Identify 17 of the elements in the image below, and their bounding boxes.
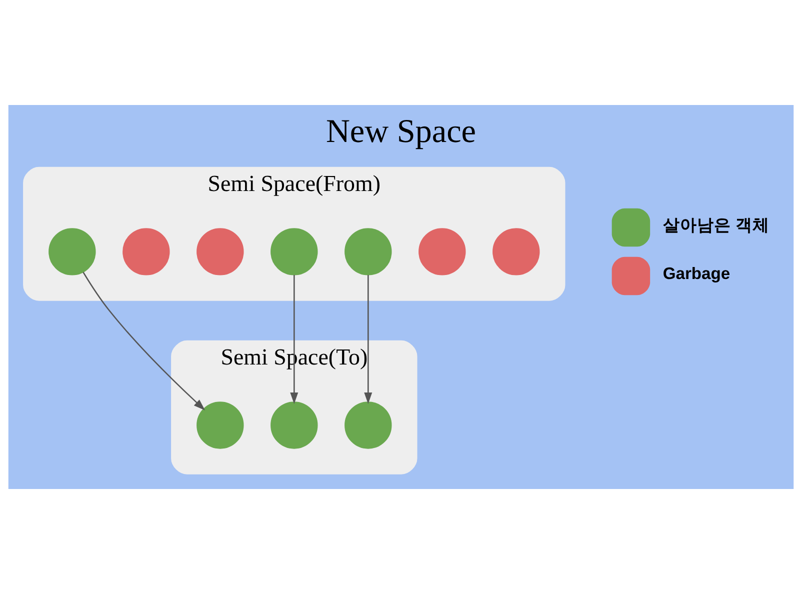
node-circle (48, 228, 96, 275)
node-circle (418, 228, 466, 275)
node-circle (344, 228, 392, 275)
node-circle (270, 401, 318, 448)
arrow (82, 271, 206, 410)
arrow (364, 274, 372, 404)
diagram-title: New Space (326, 112, 476, 150)
arrow (290, 274, 298, 404)
node-circle (270, 228, 318, 275)
node-circle (492, 228, 540, 275)
node-circle (196, 228, 244, 275)
legend-label: Garbage (662, 264, 730, 283)
legend-label: 살아남은 객체 (662, 215, 770, 234)
node-circle (196, 401, 244, 448)
node-circle (122, 228, 170, 275)
cluster: Semi Space(From) (23, 166, 566, 300)
node-circle (344, 401, 392, 448)
